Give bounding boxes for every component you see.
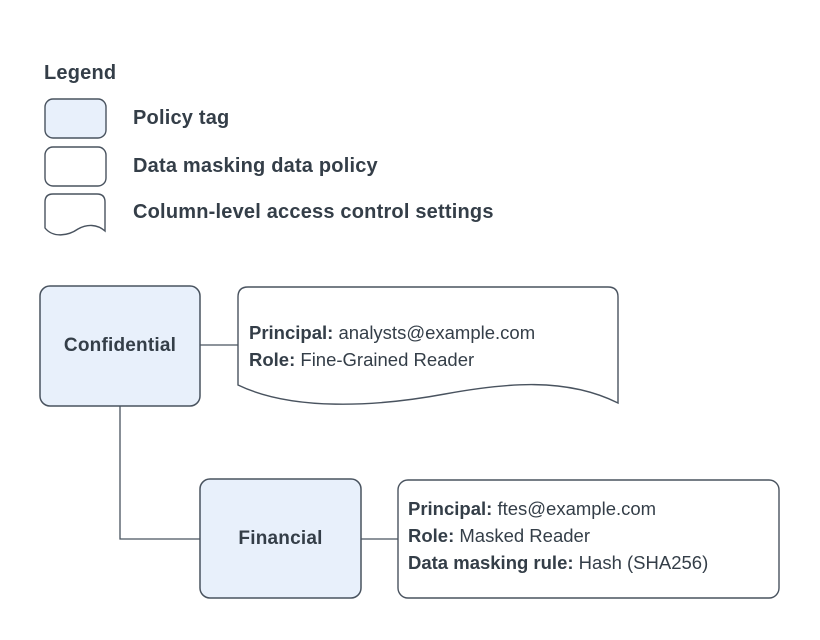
legend-item-policy-tag: Policy tag	[133, 99, 229, 138]
policy-line: Role: Masked Reader	[408, 522, 708, 549]
legend-item-column-access: Column-level access control settings	[133, 194, 494, 231]
column-access-settings-text: Principal: analysts@example.com Role: Fi…	[249, 319, 535, 373]
policy-line-label: Role:	[408, 525, 455, 546]
policy-line-label: Principal:	[249, 322, 334, 343]
legend-column-access-swatch	[44, 193, 106, 236]
column-access-doc-shape	[237, 286, 619, 405]
confidential-node-label: Confidential	[63, 335, 177, 356]
policy-line-value: Hash (SHA256)	[573, 552, 709, 573]
legend-data-policy-swatch	[44, 146, 107, 187]
legend-item-label: Policy tag	[133, 107, 230, 129]
policy-line-label: Data masking rule:	[408, 552, 574, 573]
legend-item-label: Data masking data policy	[133, 155, 378, 177]
policy-line-value: ftes@example.com	[492, 498, 657, 519]
policy-line: Data masking rule: Hash (SHA256)	[408, 549, 708, 576]
data-masking-policy-text: Principal: ftes@example.com Role: Masked…	[408, 495, 708, 576]
financial-node-shape	[199, 478, 362, 599]
legend-item-label: Column-level access control settings	[133, 201, 494, 223]
legend-policy-tag-swatch	[44, 98, 107, 139]
confidential-node-shape	[39, 285, 201, 407]
connector-confidential-to-financial	[119, 406, 200, 540]
policy-line: Principal: ftes@example.com	[408, 495, 708, 522]
financial-node-label: Financial	[238, 527, 323, 549]
policy-line: Principal: analysts@example.com	[249, 319, 535, 346]
data-masking-policy-shape	[397, 479, 780, 599]
legend-item-data-masking-policy: Data masking data policy	[133, 147, 378, 186]
policy-line-value: Fine-Grained Reader	[295, 349, 475, 370]
policy-line-value: Masked Reader	[454, 525, 590, 546]
policy-line: Role: Fine-Grained Reader	[249, 346, 535, 373]
legend-title: Legend	[44, 62, 117, 84]
policy-line-label: Principal:	[408, 498, 493, 519]
policy-line-label: Role:	[249, 349, 296, 370]
policy-line-value: analysts@example.com	[333, 322, 536, 343]
